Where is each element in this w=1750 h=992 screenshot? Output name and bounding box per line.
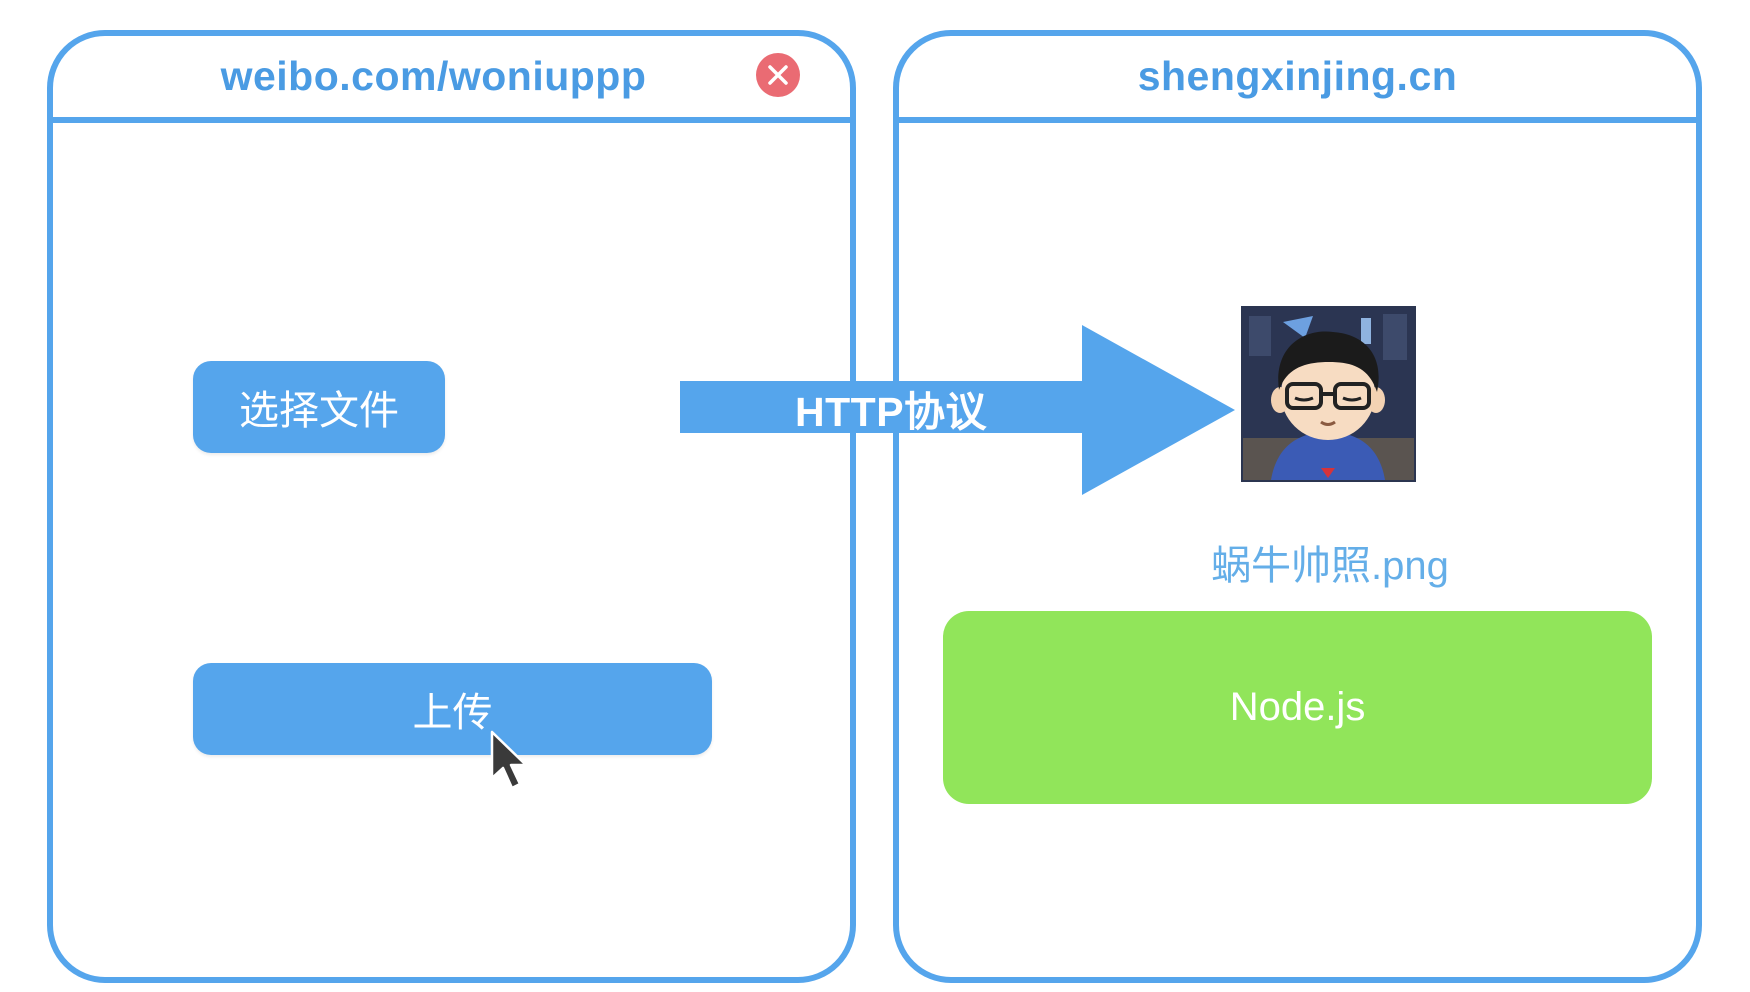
server-label: Node.js (1229, 685, 1366, 729)
http-protocol-label: HTTP协议 (795, 389, 988, 435)
right-arrow-icon (680, 325, 1235, 495)
upload-button[interactable]: 上传 (193, 663, 712, 755)
address-text: shengxinjing.cn (1137, 53, 1458, 99)
uploaded-filename: 蜗牛帅照.png (1211, 544, 1449, 588)
address-bar: shengxinjing.cn (899, 36, 1696, 123)
browser-window-weibo: weibo.com/woniuppp (47, 30, 856, 983)
address-text: weibo.com/woniuppp (220, 53, 647, 99)
choose-file-button[interactable]: 选择文件 (193, 361, 445, 453)
nodejs-server-box: Node.js (943, 611, 1652, 804)
close-icon[interactable] (756, 53, 800, 97)
address-bar: weibo.com/woniuppp (53, 36, 850, 123)
browser-window-server: shengxinjing.cn (893, 30, 1702, 983)
mouse-cursor-icon (490, 730, 528, 790)
cartoon-avatar-image (1241, 306, 1416, 482)
